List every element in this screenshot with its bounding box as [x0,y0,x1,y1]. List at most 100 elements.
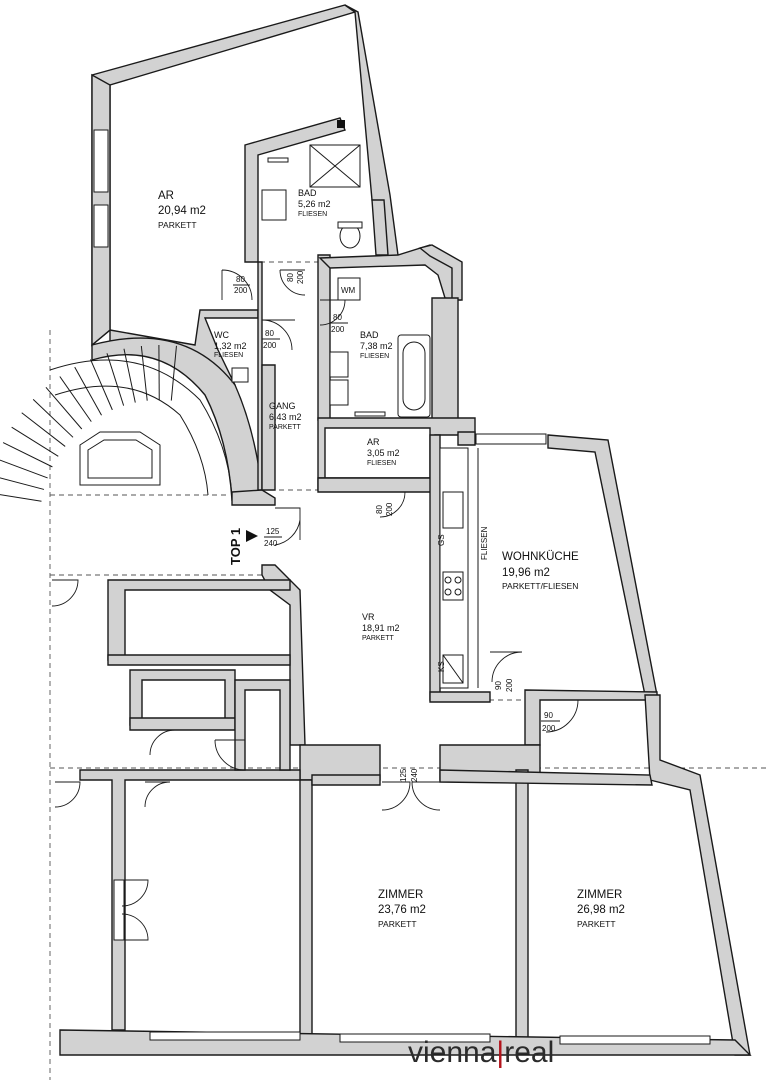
gas-label-group: GS [437,534,446,546]
room-bad-top-area: 5,26 m2 [298,199,331,209]
stair-tread [170,345,177,401]
room-zimmer-2-floor: PARKETT [577,919,616,929]
unit-label: TOP 1 [228,528,243,565]
kitchen-floor-label: FLIESEN [480,526,489,560]
door-dim-bad-top-width: 80 [286,273,295,282]
door-bad-mid-swing [319,299,346,326]
room-bad-mid-name: BAD [360,330,379,340]
towel-rail [267,157,289,163]
shaft [337,120,345,128]
window-ar-1 [93,129,109,193]
room-ar-top-label: AR 20,94 m2 PARKETT [158,190,206,230]
room-ar-top-floor: PARKETT [158,220,197,230]
wall-gang-right-thick [261,364,276,491]
fridge-label: KS [437,661,446,672]
room-vr-name: VR [362,612,375,622]
logo-part1: vienna [408,1036,497,1069]
staircase [0,345,233,502]
room-vr-label: VR 18,91 m2 PARKETT [362,612,400,642]
door-dim-zimmer-1: 125 240 [399,768,419,782]
door-kitchen-swing [490,651,523,683]
stair-tread [90,359,113,411]
washer-box [337,277,361,301]
window-zimmer-1 [339,1033,491,1043]
door-left-swing [214,739,246,771]
door-dim-entrance-width: 125 [266,527,280,536]
room-gang-label: GANG 6,43 m2 PARKETT [269,401,302,431]
room-vr-floor: PARKETT [362,635,394,642]
door-dim-entrance-height: 240 [264,539,278,548]
washbasin-2 [329,379,349,406]
room-zimmer-2-name: ZIMMER [577,889,622,901]
door-dim-bad-top-height: 200 [296,270,305,284]
room-ar-mid-floor: FLIESEN [367,460,396,467]
walls [59,4,752,1056]
room-wohnkueche-label: WOHNKÜCHE 19,96 m2 PARKETT/FLIESEN [502,551,579,591]
room-bad-top-label: BAD 5,26 m2 FLIESEN [298,188,331,218]
door-dim-wc-width: 80 [265,329,274,338]
fridge-label-group: KS [437,661,446,672]
wall-left-mid-3 [129,669,236,726]
door-dim-zimmer-1-width: 125 [399,768,408,782]
door-dim-bad-mid-height: 200 [331,325,345,334]
window-zimmer-2 [559,1035,711,1045]
wall-kitchen-top [457,431,476,446]
stair-tread [0,459,48,479]
door-dim-ar-top-width: 80 [236,275,245,284]
wall-zimmer-top-left [311,774,381,786]
kitchen-sink [442,491,464,529]
door-dim-entrance: 125 240 [264,527,282,548]
window-kitchen [475,433,547,445]
stair-tread [21,412,66,447]
door-ar-mid-swing [379,491,406,518]
logo-text: vienna|real [408,1036,554,1069]
room-bad-mid-area: 7,38 m2 [360,341,393,351]
room-gang-name: GANG [269,401,296,411]
door-dim-ar-mid-height: 200 [385,502,394,516]
washbasin-1 [329,351,349,378]
kitchen-counter [439,447,469,689]
stair-tread [2,442,53,468]
door-dim-zimmer-2: 90 200 [541,711,560,733]
room-zimmer-1-name: ZIMMER [378,889,423,901]
room-vr-area: 18,91 m2 [362,623,400,633]
wall-zimmer-middle [515,769,529,1041]
door-dim-ar-top: 80 200 [233,275,250,295]
door-wc-swing [261,319,295,351]
unit-label-group: TOP 1 [228,528,243,565]
door-dim-zimmer-2-width: 90 [544,711,553,720]
gas-label: GS [437,534,446,546]
stair-tread [59,376,92,422]
room-ar-mid-name: AR [367,437,380,447]
washer-label: WM [341,286,356,295]
entrance-arrow-icon [246,530,258,542]
stair-tread [45,386,83,430]
wc-sink [231,367,249,383]
windows [93,129,711,1045]
bathtub-inner [402,341,426,411]
wall-bad-mid-right [431,297,459,433]
room-wc-floor: FLIESEN [214,352,243,359]
fixtures [231,120,479,689]
wall-kitchen-topright [547,434,658,696]
logo-separator: | [496,1036,504,1069]
room-zimmer-2-area: 26,98 m2 [577,904,625,916]
room-bad-top-floor: FLIESEN [298,211,327,218]
doors [51,269,579,941]
room-wohnkueche-floor: PARKETT/FLIESEN [502,581,578,591]
kitchen-hob [442,571,464,601]
wall-left-mid-1 [107,579,291,661]
door-left-3-swing [51,579,79,607]
wall-left-mid-2 [107,654,291,666]
logo-part2: real [504,1036,554,1069]
door-bad-top-swing [279,269,306,296]
room-bad-top-name: BAD [298,188,317,198]
room-zimmer-1-label: ZIMMER 23,76 m2 PARKETT [378,889,426,929]
room-ar-top-area: 20,94 m2 [158,205,206,217]
door-dim-kitchen-width: 90 [494,681,503,690]
room-gang-floor: PARKETT [269,424,301,431]
window-ar-2 [93,204,109,248]
wall-bath-divider [317,254,331,421]
door-left-5-swing [144,781,171,808]
door-dimensions: 80 200 80 200 80 200 80 200 80 200 125 2… [233,270,560,782]
